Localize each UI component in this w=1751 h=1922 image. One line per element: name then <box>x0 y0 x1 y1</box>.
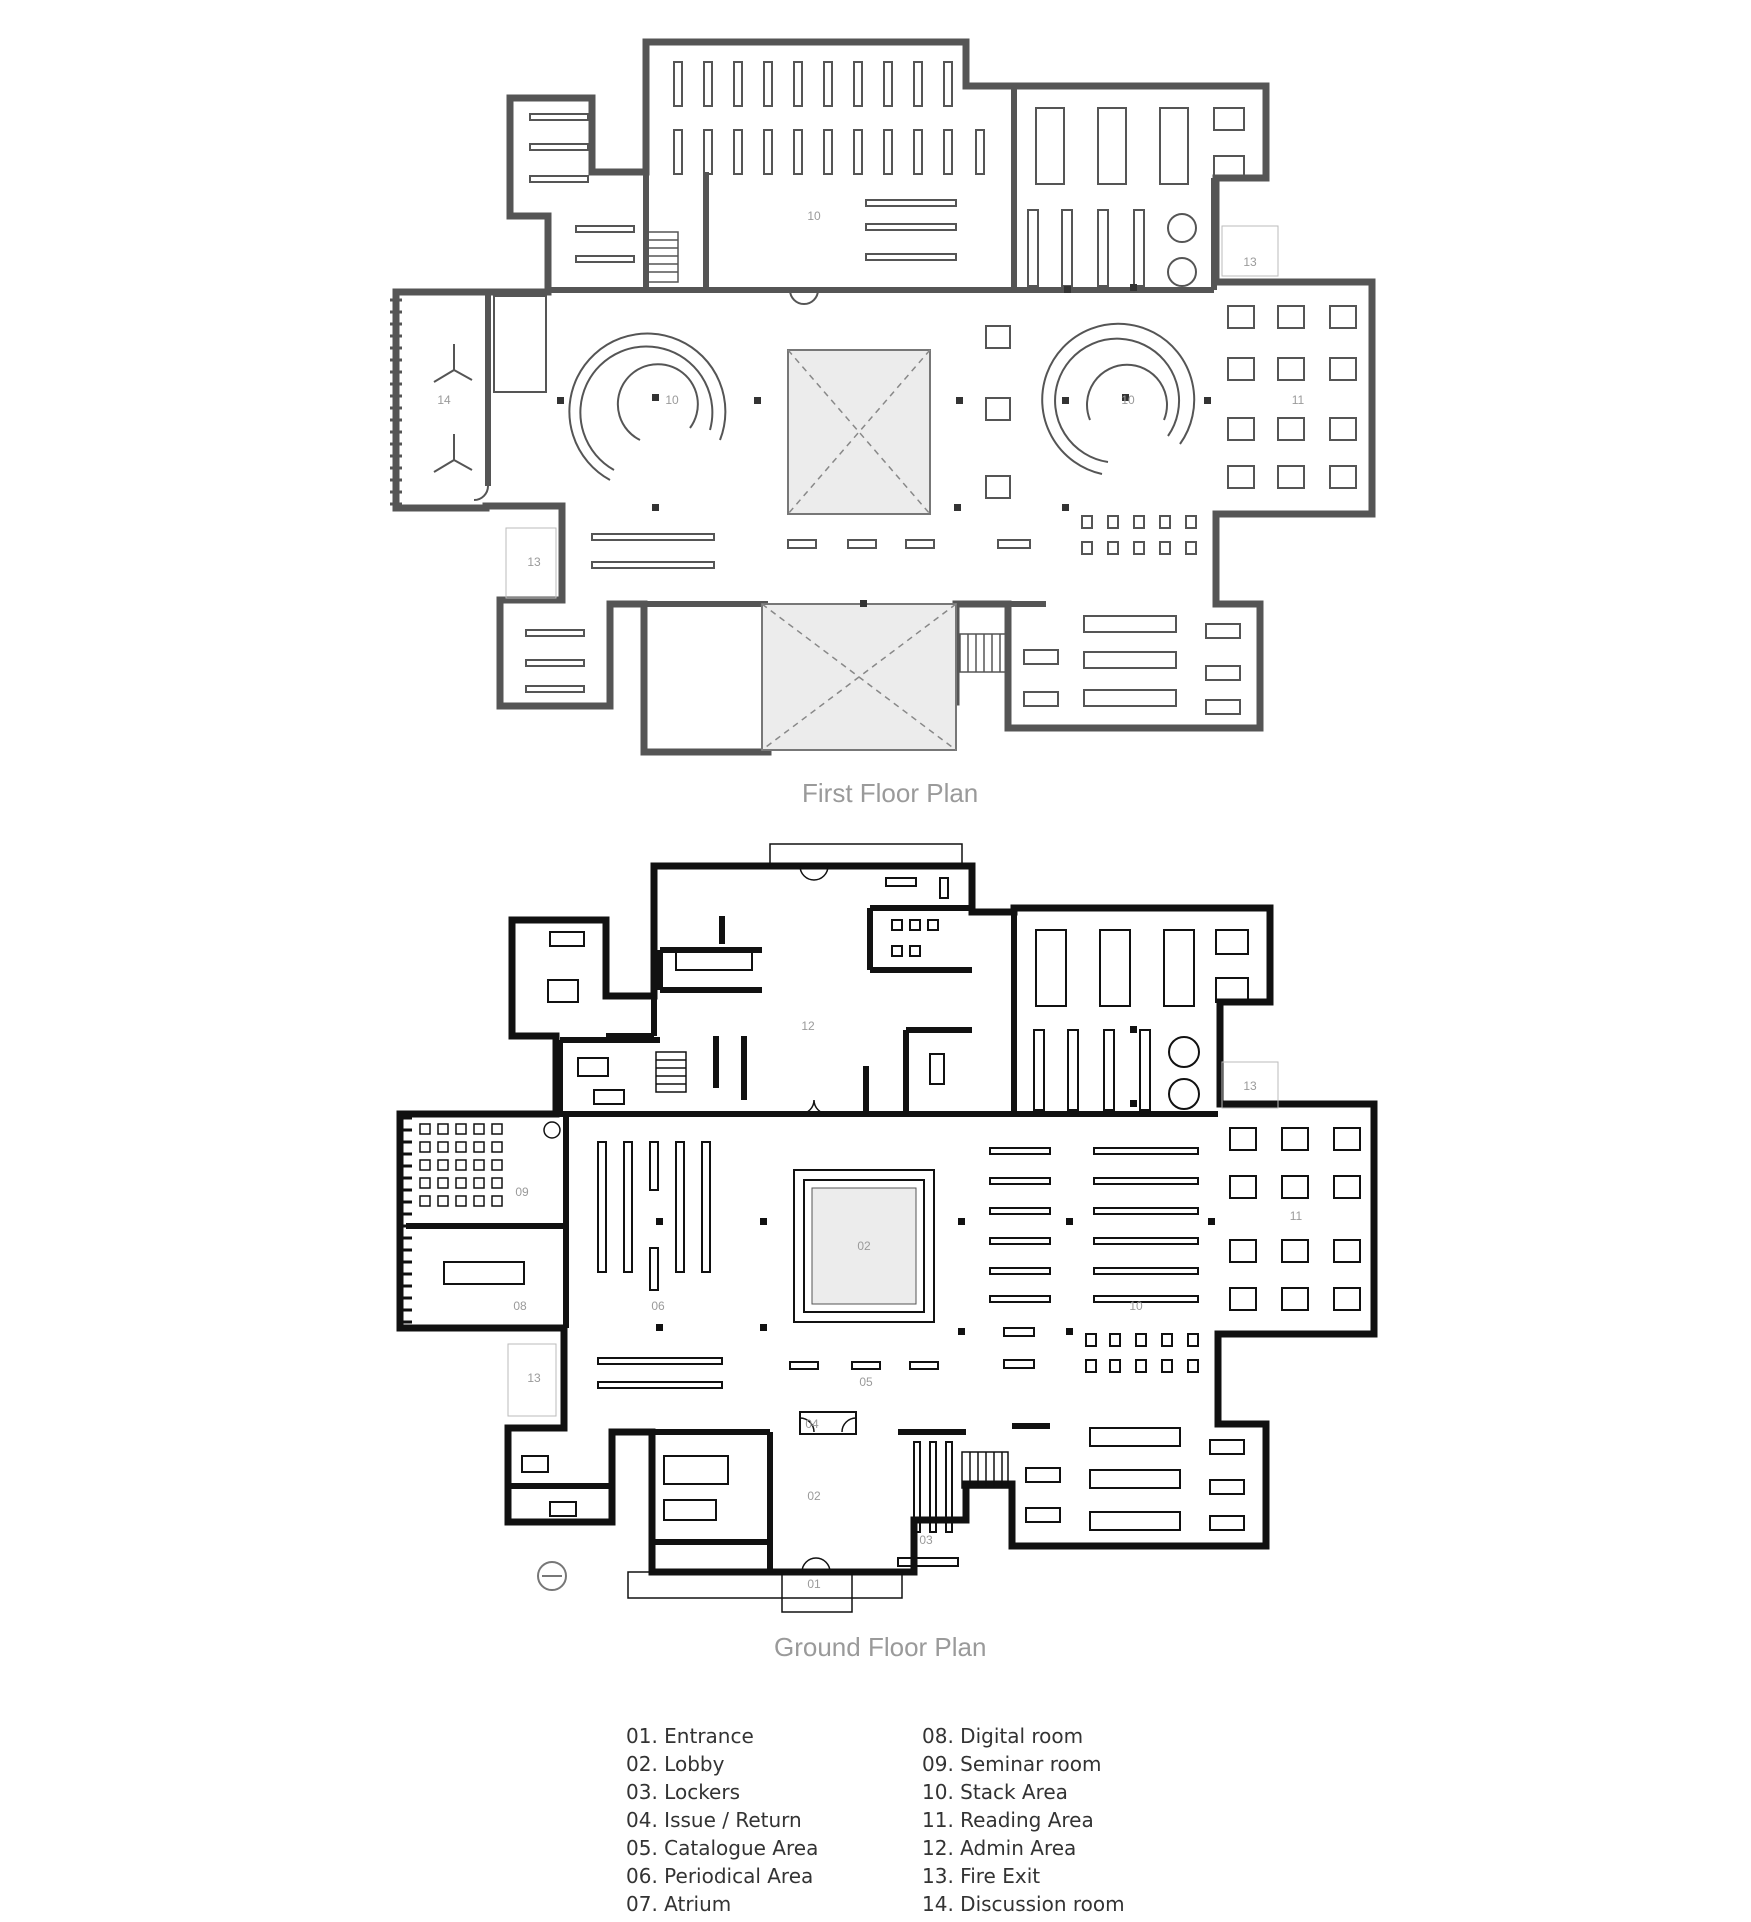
first-floor-doors <box>473 289 819 501</box>
gf-label-atrium-lobby: 02 <box>857 1239 871 1253</box>
ff-label-stack-right: 10 <box>1121 393 1135 407</box>
legend-item: 14. Discussion room <box>922 1892 1125 1916</box>
gf-label-periodical: 06 <box>651 1299 665 1313</box>
first-floor-title: First Floor Plan <box>802 778 979 808</box>
gf-label-catalogue: 05 <box>859 1375 873 1389</box>
gf-label-admin: 12 <box>801 1019 815 1033</box>
ground-floor-atrium <box>793 1169 935 1323</box>
gf-label-reading: 11 <box>1290 1209 1303 1223</box>
first-floor-columns <box>557 284 1211 607</box>
ground-floor-hatched-wall <box>400 1111 548 1324</box>
ff-label-stack-left: 10 <box>665 393 679 407</box>
legend-item: 10. Stack Area <box>922 1780 1068 1804</box>
legend-item: 03. Lockers <box>626 1780 741 1804</box>
legend-item: 12. Admin Area <box>922 1836 1077 1860</box>
legend-right-column: 08. Digital room 09. Seminar room 10. St… <box>922 1722 1125 1918</box>
first-floor-fire-exits <box>505 225 1279 599</box>
gf-label-lockers: 03 <box>919 1533 933 1547</box>
legend-item: 07. Atrium <box>626 1892 732 1916</box>
first-floor-circular-shelves <box>568 322 1196 481</box>
first-floor-room-labels: 10 10 10 11 13 13 14 <box>437 209 1304 569</box>
gf-label-digital: 08 <box>513 1299 527 1313</box>
ground-floor-interior-walls <box>406 905 1218 1572</box>
gf-label-seminar: 09 <box>515 1185 529 1199</box>
first-floor-stack-shelves <box>525 61 1145 693</box>
legend-item: 11. Reading Area <box>922 1808 1094 1832</box>
first-floor-interior-walls <box>485 86 1217 630</box>
first-floor-plan: 10 10 10 11 13 13 14 <box>390 38 1376 756</box>
gf-label-stack: 10 <box>1129 1299 1143 1313</box>
ground-floor-plan: 12 13 13 09 08 06 02 05 10 11 04 02 03 0… <box>396 843 1378 1613</box>
ground-floor-tables <box>443 877 1361 1531</box>
gf-label-fire-exit-left: 13 <box>527 1371 541 1385</box>
legend-item: 13. Fire Exit <box>922 1864 1041 1888</box>
legend-item: 06. Periodical Area <box>626 1864 814 1888</box>
gf-label-lobby: 02 <box>807 1489 821 1503</box>
gf-label-entrance: 01 <box>807 1577 821 1591</box>
ff-label-stack-top: 10 <box>807 209 821 223</box>
gf-label-issue-return: 04 <box>805 1417 819 1431</box>
north-arrow-icon <box>537 1561 567 1591</box>
legend-item: 02. Lobby <box>626 1752 725 1776</box>
ground-floor-stack-shelves <box>597 1029 1199 1567</box>
ground-floor-entrance-canopy <box>627 843 963 1613</box>
first-floor-atrium-lower <box>761 603 957 751</box>
legend-item: 04. Issue / Return <box>626 1808 802 1832</box>
legend-item: 09. Seminar room <box>922 1752 1102 1776</box>
legend-item: 08. Digital room <box>922 1724 1084 1748</box>
first-floor-outer-wall <box>392 38 1376 756</box>
ff-label-fire-exit-left: 13 <box>527 555 541 569</box>
ground-floor-room-labels: 12 13 13 09 08 06 02 05 10 11 04 02 03 0… <box>513 1019 1302 1591</box>
ff-label-fire-exit-right: 13 <box>1243 255 1257 269</box>
legend-left-column: 01. Entrance 02. Lobby 03. Lockers 04. I… <box>626 1722 818 1918</box>
first-floor-room-14-chairs <box>433 295 547 473</box>
ff-label-reading: 11 <box>1292 393 1305 407</box>
first-floor-atrium-upper <box>787 349 931 515</box>
gf-label-fire-exit-right: 13 <box>1243 1079 1257 1093</box>
legend-item: 01. Entrance <box>626 1724 754 1748</box>
first-floor-hatched-wall <box>390 296 402 508</box>
ground-floor-fire-exits <box>507 1061 1279 1417</box>
first-floor-stairs <box>647 231 1007 673</box>
ff-label-discussion: 14 <box>437 393 451 407</box>
ground-floor-seminar-seats <box>419 1121 561 1207</box>
legend-item: 05. Catalogue Area <box>626 1836 819 1860</box>
ground-floor-title: Ground Floor Plan <box>774 1632 987 1662</box>
ground-floor-stairs <box>655 1051 1009 1489</box>
ground-floor-columns <box>656 1026 1215 1335</box>
first-floor-tables <box>787 107 1357 715</box>
